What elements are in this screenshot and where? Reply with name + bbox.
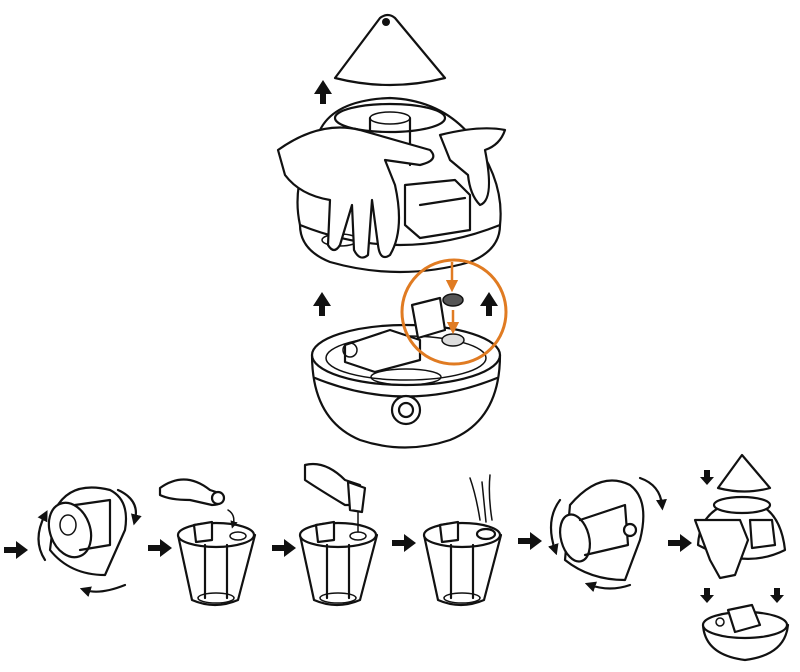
arrow-up-icon [313, 292, 331, 316]
steps-row [4, 453, 790, 662]
base-unit [310, 323, 502, 449]
step-2-remove-cap [158, 478, 257, 607]
arrow-right-icon [272, 539, 296, 557]
step-4-close-cap [422, 474, 503, 607]
arrow-right-icon [668, 534, 692, 552]
arrow-up-icon [480, 292, 498, 316]
arrow-down-icon [700, 588, 714, 603]
arrow-right-icon [148, 539, 172, 557]
hands [276, 126, 507, 259]
arrow-down-icon [770, 588, 784, 603]
step-1-rotate-tank [37, 486, 142, 597]
arrow-right-icon [518, 532, 542, 550]
step-3-pour-water [298, 462, 379, 607]
arrow-right-icon [392, 534, 416, 552]
arrow-up-icon [314, 80, 332, 104]
cone-cap [333, 13, 447, 87]
arrow-down-icon [700, 470, 714, 485]
step-6-reassemble [693, 453, 790, 662]
main-exploded-view [276, 13, 508, 449]
step-5-rotate-tank-back [548, 476, 667, 593]
arrow-right-icon [4, 541, 28, 559]
filter-seal-detail [400, 258, 508, 366]
step-arrows [4, 532, 692, 559]
